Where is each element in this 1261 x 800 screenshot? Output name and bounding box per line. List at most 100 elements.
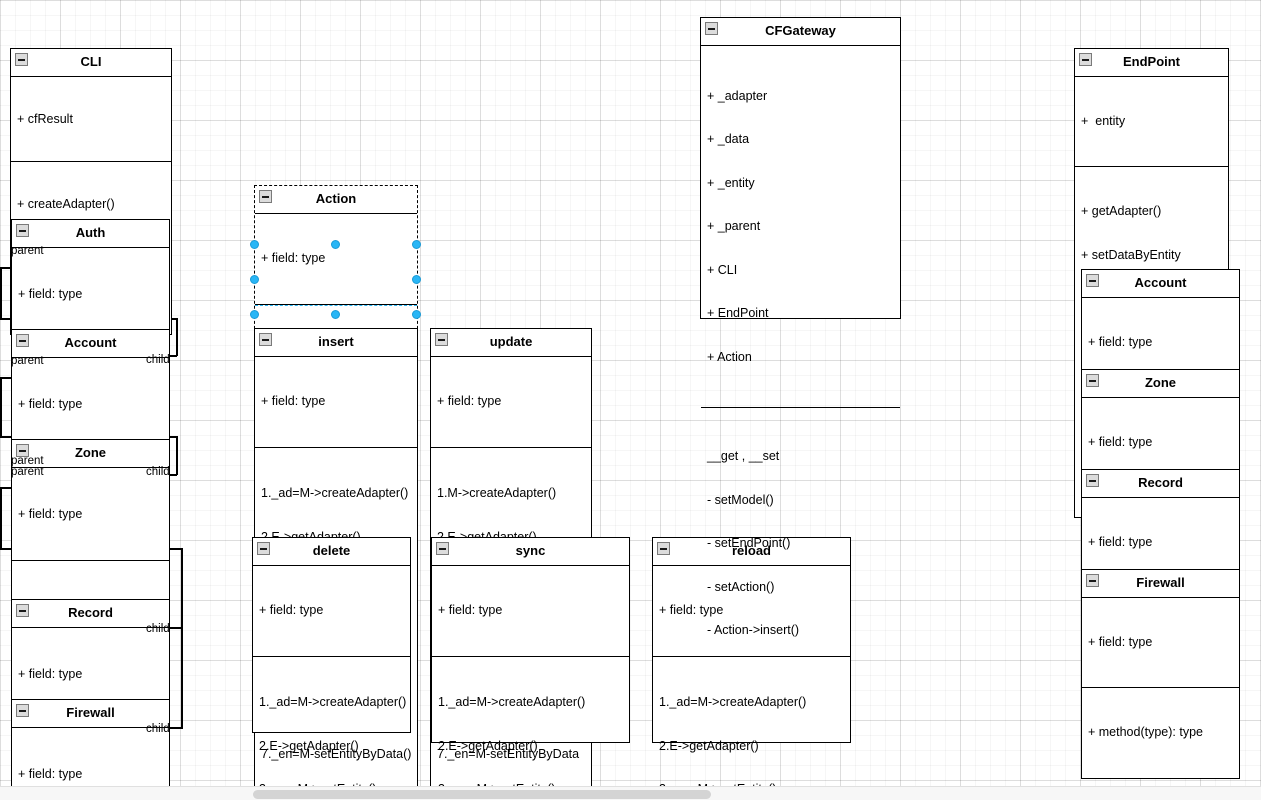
attributes-compartment: + field: type <box>12 728 169 800</box>
minus-box-icon[interactable] <box>1086 574 1099 587</box>
connector-segment <box>158 727 183 729</box>
minus-box-icon[interactable] <box>1086 274 1099 287</box>
class-box-firewall-left[interactable]: Firewall + field: type + method(type): t… <box>11 699 170 800</box>
minus-box-icon[interactable] <box>1086 374 1099 387</box>
class-title-bar: reload <box>653 538 850 566</box>
class-title-bar: Firewall <box>12 700 169 728</box>
class-title-bar: EndPoint <box>1075 49 1228 77</box>
minus-box-icon[interactable] <box>16 224 29 237</box>
attributes-compartment: + _adapter + _data + _entity + _parent +… <box>701 46 900 408</box>
connector-segment <box>158 627 183 629</box>
minus-box-icon[interactable] <box>257 542 270 555</box>
minus-box-icon[interactable] <box>705 22 718 35</box>
minus-box-icon[interactable] <box>16 444 29 457</box>
class-name: Account <box>64 335 117 350</box>
attribute-row: + field: type <box>1088 534 1153 549</box>
connector-segment <box>0 267 2 319</box>
connector-segment <box>176 318 178 356</box>
minus-box-icon[interactable] <box>1086 474 1099 487</box>
class-box-sync[interactable]: sync + field: type 1._ad=M->createAdapte… <box>431 537 630 796</box>
resize-handle-top-left[interactable] <box>250 240 259 249</box>
class-title-bar: update <box>431 329 591 357</box>
connector-segment <box>0 487 2 549</box>
edge-label-parent-zone-a: parent <box>11 455 44 467</box>
operation-row: 1._ad=M->createAdapter() <box>438 695 586 709</box>
operation-row: 1.M->createAdapter() <box>437 486 557 500</box>
minus-box-icon[interactable] <box>259 190 272 203</box>
resize-handle-top-right[interactable] <box>412 240 421 249</box>
minus-box-icon[interactable] <box>16 704 29 717</box>
edge-label-parent-zone-b: parent <box>11 466 44 478</box>
class-name: CFGateway <box>765 23 836 38</box>
operation-row: 1._ad=M->createAdapter() <box>659 695 807 709</box>
attribute-row: + field: type <box>438 602 503 617</box>
class-name: Zone <box>1144 375 1177 390</box>
operations-compartment: 1._ad=M->createAdapter() 2.E->getAdapter… <box>432 657 629 800</box>
operation-row: + getAdapter() <box>1081 204 1162 218</box>
attributes-compartment: + field: type <box>653 566 850 657</box>
class-title-bar: sync <box>432 538 629 566</box>
attribute-row: + field: type <box>659 602 724 617</box>
class-title-bar: Zone <box>12 440 169 468</box>
operation-row: - Action->insert() <box>707 623 800 637</box>
attribute-row: + field: type <box>261 250 326 265</box>
class-title-bar: insert <box>255 329 417 357</box>
connector-segment <box>0 267 14 269</box>
resize-handle-middle-left[interactable] <box>250 275 259 284</box>
class-name: delete <box>312 543 351 558</box>
resize-handle-middle-right[interactable] <box>412 275 421 284</box>
class-title-bar: Record <box>1082 470 1239 498</box>
operation-row: + method(type): type <box>1088 725 1203 739</box>
horizontal-scrollbar-thumb[interactable] <box>253 790 711 799</box>
class-name: CLI <box>80 54 102 69</box>
attribute-row: + field: type <box>18 506 83 521</box>
attributes-compartment: + field: type <box>431 357 591 448</box>
class-name: sync <box>515 543 546 558</box>
connector-segment <box>0 377 14 379</box>
attribute-row: + _data <box>707 132 750 146</box>
minus-box-icon[interactable] <box>435 333 448 346</box>
minus-box-icon[interactable] <box>1079 53 1092 66</box>
class-title-bar: Firewall <box>1082 570 1239 598</box>
resize-handle-bottom-left[interactable] <box>250 310 259 319</box>
resize-handle-top-center[interactable] <box>331 240 340 249</box>
class-box-firewall-right[interactable]: Firewall + field: type + method(type): t… <box>1081 569 1240 779</box>
class-name: Record <box>68 605 113 620</box>
class-box-cfgateway[interactable]: CFGateway + _adapter + _data + _entity +… <box>700 17 901 637</box>
operation-row: + createAdapter() <box>17 197 115 211</box>
resize-handle-bottom-right[interactable] <box>412 310 421 319</box>
minus-box-icon[interactable] <box>657 542 670 555</box>
minus-box-icon[interactable] <box>15 53 28 66</box>
attribute-row: + entity <box>1081 113 1126 128</box>
minus-box-icon[interactable] <box>436 542 449 555</box>
operation-row: 2.E->getAdapter() <box>438 738 538 753</box>
attribute-row: + field: type <box>1088 634 1153 649</box>
attribute-row: + field: type <box>1088 434 1153 449</box>
attribute-row: + field: type <box>18 396 83 411</box>
connector-segment <box>0 487 14 489</box>
connector-segment <box>181 548 183 628</box>
minus-box-icon[interactable] <box>16 604 29 617</box>
horizontal-scrollbar-track[interactable] <box>0 786 1261 800</box>
operations-compartment: 1._ad=M->createAdapter() 2.E->getAdapter… <box>653 657 850 800</box>
attributes-compartment: + field: type <box>1082 598 1239 688</box>
class-title-bar: delete <box>253 538 410 566</box>
class-title-bar: Account <box>1082 270 1239 298</box>
attribute-row: + _parent <box>707 219 761 233</box>
minus-box-icon[interactable] <box>259 333 272 346</box>
class-box-delete[interactable]: delete + field: type 1._ad=M->createAdap… <box>252 537 411 796</box>
class-title-bar: Record <box>12 600 169 628</box>
minus-box-icon[interactable] <box>16 334 29 347</box>
class-box-reload[interactable]: reload + field: type 1._ad=M->createAdap… <box>652 537 851 796</box>
resize-handle-bottom-center[interactable] <box>331 310 340 319</box>
operation-row: 7._en=M-setEntityByData <box>437 747 580 761</box>
connector-segment <box>176 436 178 475</box>
attribute-row: + field: type <box>18 666 83 681</box>
edge-label-parent-auth: parent <box>11 245 44 257</box>
attributes-compartment: + field: type <box>255 214 417 305</box>
attribute-row: + field: type <box>437 393 502 408</box>
class-title-bar: Account <box>12 330 169 358</box>
class-name: Firewall <box>66 705 115 720</box>
operation-row: 2.E->getAdapter() <box>659 738 759 753</box>
